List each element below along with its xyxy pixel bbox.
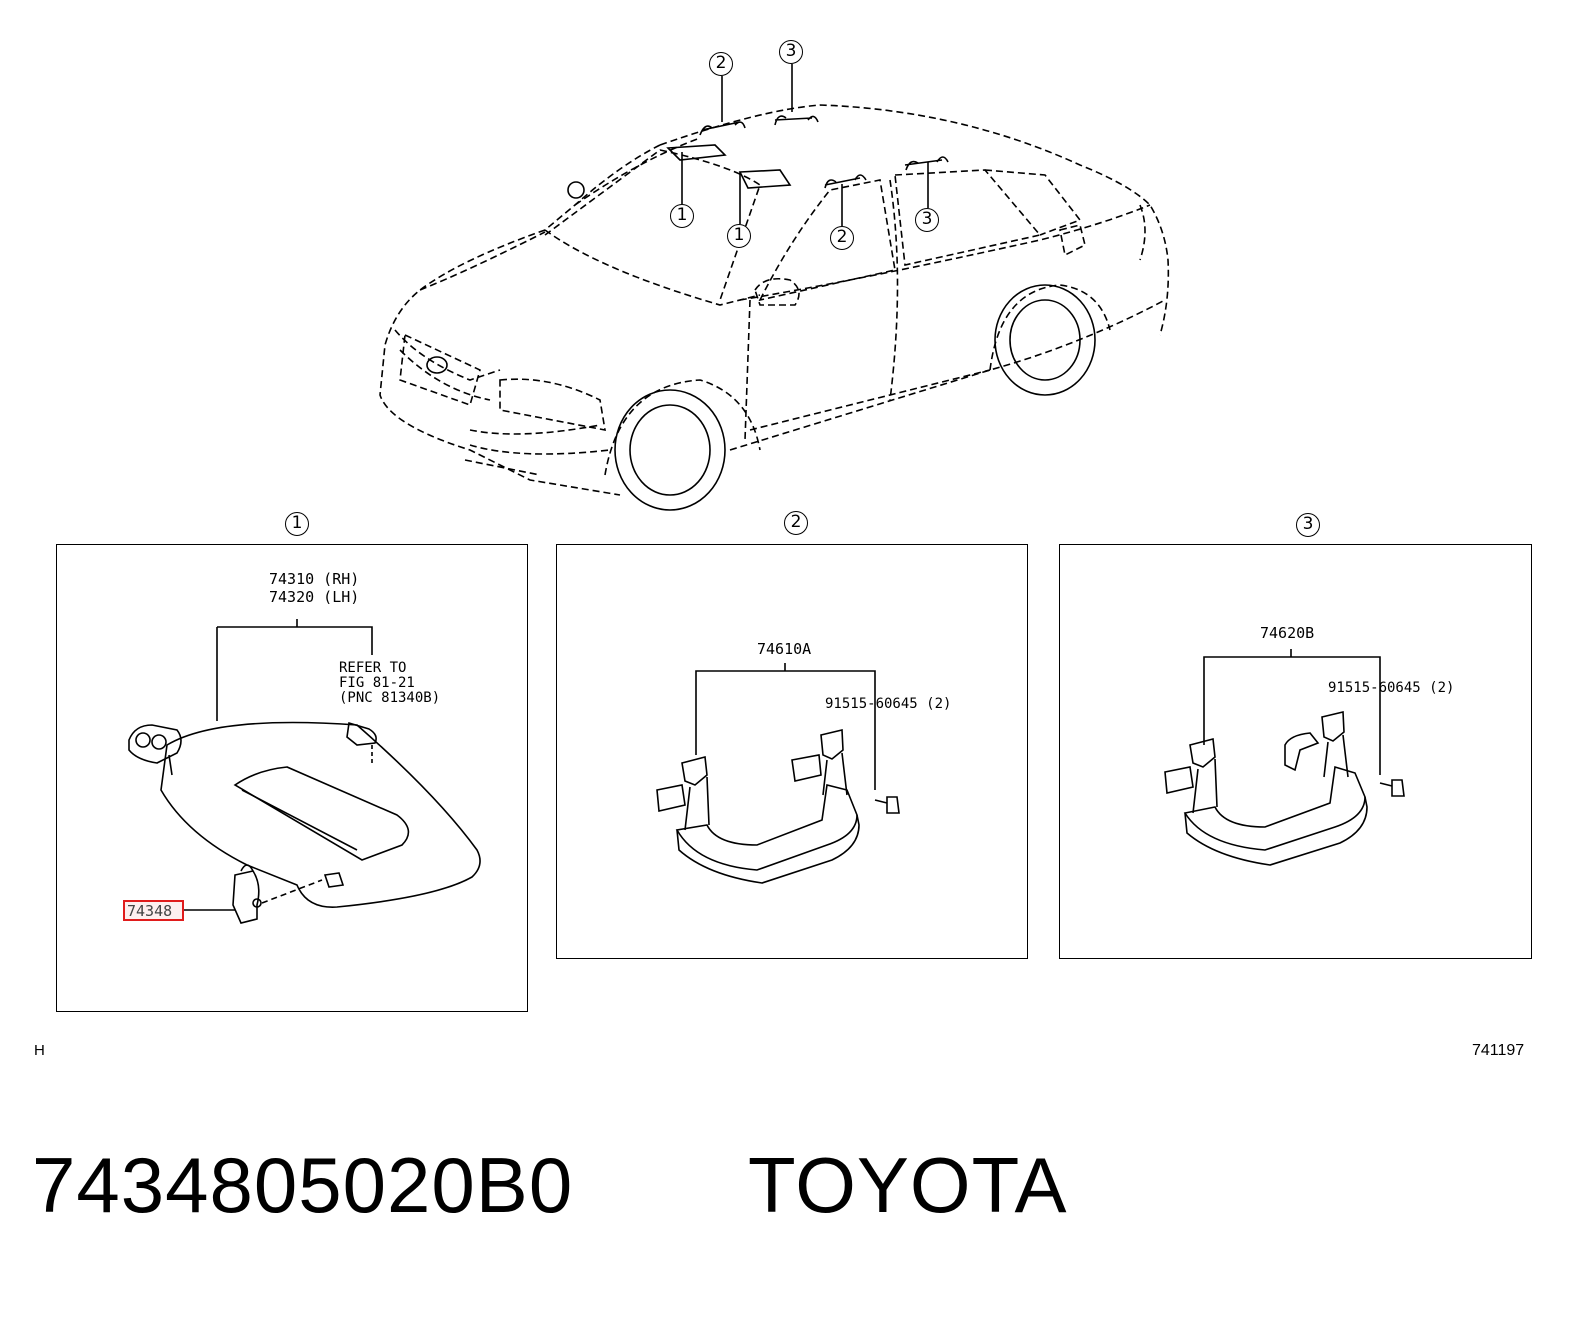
refer-note-line1: REFER TO — [339, 660, 407, 676]
part-number-74348: 74348 — [127, 902, 173, 920]
callout-1-windshield: 1 — [670, 204, 694, 228]
panel2-number: 2 — [784, 511, 808, 535]
corner-code-left: H — [34, 1042, 45, 1059]
assist-grip-front-drawing — [656, 663, 900, 884]
sun-visor-drawing — [128, 619, 481, 924]
panel-assist-grip-front: 74610A 91515-60645 (2) — [556, 544, 1028, 959]
assist-grip-rear-drawing — [1164, 649, 1405, 866]
panel1-number: 1 — [285, 512, 309, 536]
footer-brand: TOYOTA — [748, 1141, 1068, 1229]
part-number-74320-lh: 74320 (LH) — [269, 588, 360, 606]
callout-1-roof: 1 — [727, 224, 751, 248]
part-number-74620b: 74620B — [1260, 624, 1315, 642]
panel3-number: 3 — [1296, 513, 1320, 537]
footer-part-number: 7434805020B0 — [32, 1141, 574, 1229]
screw-part-number-panel3: 91515-60645 (2) — [1328, 680, 1455, 696]
callout-2-top: 2 — [709, 52, 733, 76]
part-number-74310-rh: 74310 (RH) — [269, 570, 360, 588]
part-number-74610a: 74610A — [757, 640, 812, 658]
panel-sun-visor: 74310 (RH) 74320 (LH) REFER TO FIG 81-21… — [56, 544, 528, 1012]
callout-3-side: 3 — [915, 208, 939, 232]
panel-assist-grip-rear: 74620B 91515-60645 (2) — [1059, 544, 1532, 959]
refer-note-line2: FIG 81-21 — [339, 675, 415, 691]
highlighted-part-74348[interactable]: 74348 — [123, 900, 184, 921]
callout-3-top: 3 — [779, 40, 803, 64]
callout-2-side: 2 — [830, 226, 854, 250]
refer-note-line3: (PNC 81340B) — [339, 690, 441, 706]
screw-part-number-panel2: 91515-60645 (2) — [825, 696, 952, 712]
diagram-reference-number: 741197 — [1472, 1042, 1525, 1059]
